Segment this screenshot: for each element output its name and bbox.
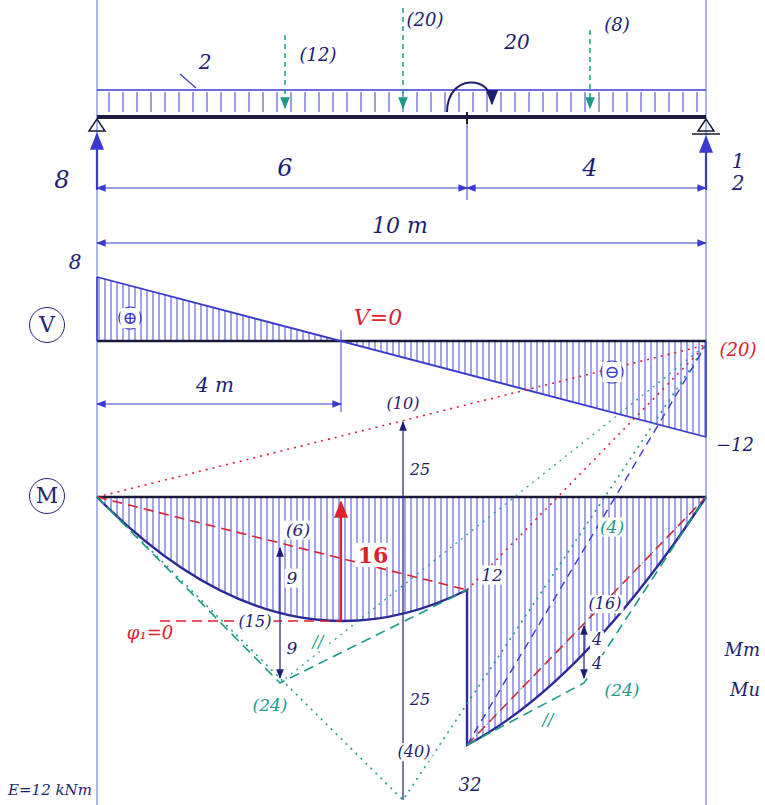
value-label: (6) [284,521,312,540]
value-label: 2 [197,51,214,73]
value-label: Mm [723,640,763,660]
value-label: φ₁=0 [125,623,175,643]
value-label: (12) [298,45,339,65]
value-label: 8 [67,251,84,273]
value-label: // [311,633,326,651]
value-label: V=0 [352,306,404,330]
value-label: // [541,711,556,729]
value-label: 12 [479,566,505,585]
value-label: (4) [598,518,626,537]
value-label: 9 [285,569,300,588]
value-label: 20 [502,31,531,53]
value-label: (15) [237,613,274,631]
value-label: E=12 kNm [6,782,94,799]
diagram-symbol-circle: M [29,478,66,515]
value-label: −12 [714,435,756,455]
diagram-symbol-circle: V [29,307,65,343]
value-label: 6 [275,155,294,181]
value-label: (8) [602,15,632,35]
value-label: (40) [396,743,433,761]
value-label: Mu [728,680,762,700]
value-label: 4 [590,655,604,673]
value-label: 25 [408,691,432,709]
value-label: (24) [603,681,642,700]
diagram-symbol-letter: M [36,485,59,507]
value-label: 10 m [370,214,430,238]
value-label: 9 [285,639,300,658]
value-label: (20) [405,10,446,30]
value-label: 8 [52,167,71,193]
value-label: ⊕ [120,308,139,328]
value-label: (10) [385,395,422,413]
value-label: 32 [457,775,484,795]
value-label: ⊖ [602,362,621,382]
value-label: 4 m [194,374,236,396]
value-label: 25 [408,461,432,479]
diagram-symbol-letter: V [39,314,55,336]
value-label: (24) [251,696,290,715]
value-label: 12 [729,150,747,194]
value-label: 4 [580,155,599,181]
value-label: 4 [590,631,604,649]
value-label: (16) [587,595,624,613]
value-label: (20) [718,340,759,360]
value-label: 16 [356,543,391,567]
